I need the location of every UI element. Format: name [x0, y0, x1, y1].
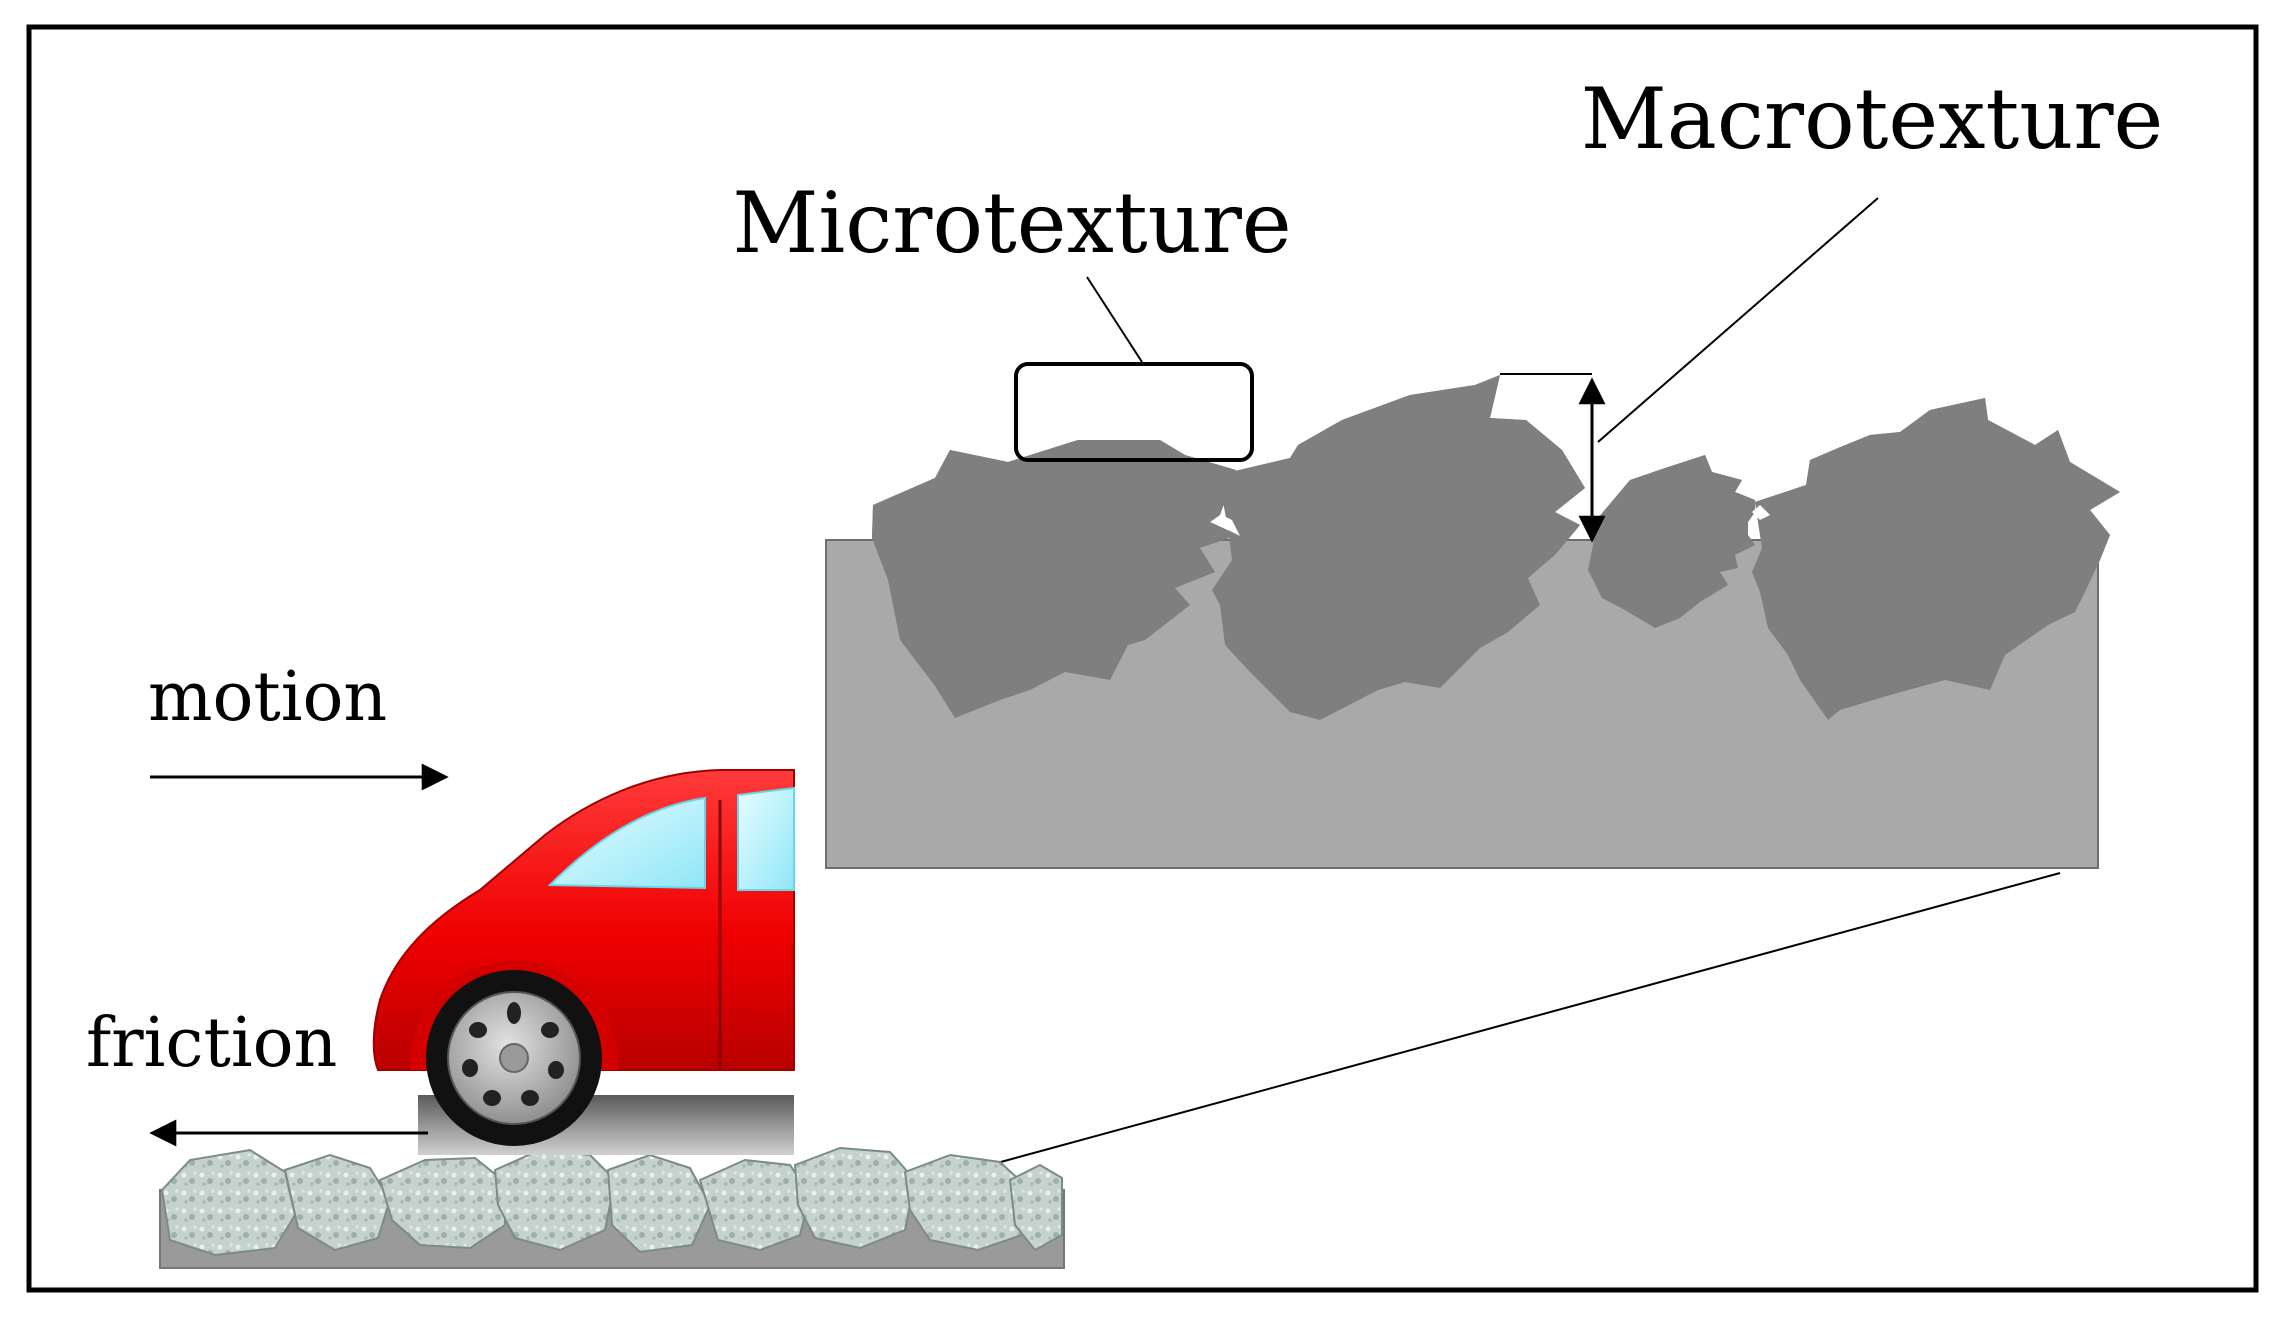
- microtexture-callout-box: [1014, 362, 1254, 462]
- macrotexture-depth-indicator: [1500, 373, 1606, 543]
- crevice-2: [1752, 505, 1770, 520]
- road-surface-strip: [159, 1146, 1065, 1269]
- car-front-window: [547, 796, 706, 890]
- car-icon: [372, 769, 795, 1155]
- car-rim-bolts: [462, 1002, 564, 1106]
- macrotexture-leader-line: [1597, 197, 1879, 443]
- car-rear-window: [737, 786, 795, 891]
- magnified-road-section: [825, 375, 2120, 869]
- motion-label: motion: [148, 658, 387, 737]
- macrotexture-label: Macrotexture: [1581, 70, 2163, 168]
- microtexture-label: Microtexture: [732, 174, 1291, 272]
- friction-label: friction: [86, 1004, 337, 1083]
- zoom-connector-line: [897, 872, 2061, 1191]
- microtexture-leader-line: [1086, 276, 1143, 363]
- aggregate-overlay: [872, 375, 2120, 720]
- crevice-1: [1222, 515, 1240, 536]
- surface-stones: [160, 1146, 1063, 1257]
